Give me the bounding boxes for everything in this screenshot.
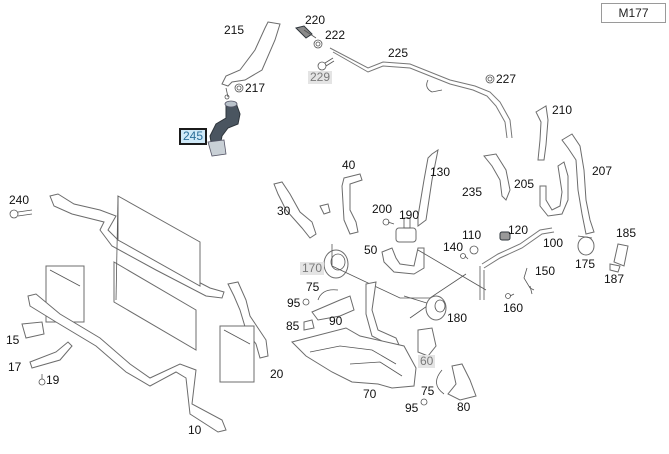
part-170-pump[interactable] bbox=[323, 249, 349, 279]
part-40-hose[interactable] bbox=[341, 173, 363, 235]
part-175-bracket[interactable] bbox=[577, 235, 595, 256]
engine-code-badge: M177 bbox=[601, 3, 666, 23]
callout-240[interactable]: 240 bbox=[9, 193, 30, 207]
part-240-bolt[interactable] bbox=[9, 209, 33, 219]
part-100-pipe[interactable] bbox=[479, 227, 555, 300]
callout-100[interactable]: 100 bbox=[543, 236, 564, 250]
callout-40[interactable]: 40 bbox=[342, 158, 356, 172]
part-10-hose[interactable] bbox=[27, 293, 227, 433]
part-185-bracket[interactable] bbox=[613, 243, 629, 267]
callout-17[interactable]: 17 bbox=[8, 360, 22, 374]
part-180-pump[interactable] bbox=[425, 295, 447, 321]
callout-80[interactable]: 80 bbox=[457, 400, 471, 414]
callout-200[interactable]: 200 bbox=[372, 202, 393, 216]
callout-60[interactable]: 60 bbox=[418, 354, 436, 368]
part-235-hose[interactable] bbox=[483, 153, 511, 201]
callout-220[interactable]: 220 bbox=[305, 13, 326, 27]
callout-245[interactable]: 245 bbox=[178, 128, 208, 145]
callout-15[interactable]: 15 bbox=[6, 333, 20, 347]
callout-120[interactable]: 120 bbox=[508, 223, 529, 237]
part-60-hose[interactable] bbox=[365, 281, 437, 357]
callout-75-lower[interactable]: 75 bbox=[421, 384, 435, 398]
callout-205[interactable]: 205 bbox=[514, 177, 535, 191]
callout-215[interactable]: 215 bbox=[224, 23, 245, 37]
part-160-bolt[interactable] bbox=[505, 293, 515, 299]
part-200-bolt[interactable] bbox=[382, 218, 395, 226]
callout-207[interactable]: 207 bbox=[592, 164, 613, 178]
callout-185[interactable]: 185 bbox=[616, 226, 637, 240]
part-217-clip[interactable] bbox=[234, 83, 244, 93]
part-15-bracket[interactable] bbox=[21, 321, 45, 339]
part-130-hose[interactable] bbox=[417, 148, 439, 227]
part-120-sensor[interactable] bbox=[499, 231, 511, 241]
part-19-bolt[interactable] bbox=[38, 374, 46, 386]
part-222-nut[interactable] bbox=[313, 39, 323, 49]
callout-210[interactable]: 210 bbox=[552, 103, 573, 117]
part-210-hose[interactable] bbox=[535, 105, 549, 161]
callout-19[interactable]: 19 bbox=[46, 373, 60, 387]
callout-227[interactable]: 227 bbox=[496, 72, 517, 86]
part-225-line[interactable] bbox=[329, 47, 513, 139]
callout-217[interactable]: 217 bbox=[245, 81, 266, 95]
part-187-clip[interactable] bbox=[609, 263, 621, 273]
part-50-hose[interactable] bbox=[381, 247, 425, 275]
callout-225[interactable]: 225 bbox=[388, 46, 409, 60]
callout-190[interactable]: 190 bbox=[399, 208, 420, 222]
callout-222[interactable]: 222 bbox=[325, 28, 346, 42]
callout-187[interactable]: 187 bbox=[604, 272, 625, 286]
part-229-bolt[interactable] bbox=[317, 57, 335, 71]
callout-10[interactable]: 10 bbox=[188, 423, 202, 437]
part-17-bracket[interactable] bbox=[29, 341, 73, 369]
callout-160[interactable]: 160 bbox=[503, 301, 524, 315]
callout-95-upper[interactable]: 95 bbox=[287, 296, 301, 310]
callout-229[interactable]: 229 bbox=[308, 70, 333, 84]
callout-140[interactable]: 140 bbox=[443, 240, 464, 254]
callout-50[interactable]: 50 bbox=[364, 243, 378, 257]
part-95-nut-b[interactable] bbox=[420, 398, 428, 406]
part-110-clip[interactable] bbox=[469, 245, 479, 255]
leader-lines bbox=[331, 244, 487, 319]
callout-75-upper[interactable]: 75 bbox=[306, 280, 320, 294]
part-205-hose[interactable] bbox=[539, 161, 569, 217]
callout-170[interactable]: 170 bbox=[300, 261, 325, 275]
callout-95-lower[interactable]: 95 bbox=[405, 401, 419, 415]
callout-85[interactable]: 85 bbox=[286, 319, 300, 333]
right-aux-radiator bbox=[219, 325, 255, 383]
part-30-hose[interactable] bbox=[273, 181, 331, 239]
part-140-bolt[interactable] bbox=[460, 253, 469, 260]
part-227-nut[interactable] bbox=[485, 74, 495, 84]
callout-70[interactable]: 70 bbox=[363, 387, 377, 401]
part-220-clamp[interactable] bbox=[295, 25, 317, 39]
main-radiator bbox=[113, 195, 201, 351]
part-245-hose[interactable] bbox=[207, 100, 241, 157]
callout-30[interactable]: 30 bbox=[277, 204, 291, 218]
part-207-hose[interactable] bbox=[561, 133, 595, 235]
part-150-sensor[interactable] bbox=[523, 267, 535, 295]
callout-175[interactable]: 175 bbox=[575, 257, 596, 271]
part-85-bushing[interactable] bbox=[303, 319, 315, 331]
upper-radiator-hose bbox=[49, 193, 269, 359]
callout-20[interactable]: 20 bbox=[270, 367, 284, 381]
callout-130[interactable]: 130 bbox=[430, 165, 451, 179]
part-190-valve[interactable] bbox=[395, 217, 417, 243]
part-75-hose-a[interactable] bbox=[317, 289, 339, 301]
part-80-bracket[interactable] bbox=[436, 363, 477, 401]
callout-180[interactable]: 180 bbox=[447, 311, 468, 325]
callout-110[interactable]: 110 bbox=[462, 228, 482, 242]
part-95-nut-a[interactable] bbox=[302, 298, 310, 306]
part-70-underbody-panel[interactable] bbox=[291, 327, 417, 389]
part-90-bracket[interactable] bbox=[311, 295, 355, 321]
callout-150[interactable]: 150 bbox=[535, 264, 556, 278]
part-215-hose[interactable] bbox=[221, 21, 281, 100]
callout-235[interactable]: 235 bbox=[462, 185, 483, 199]
callout-90[interactable]: 90 bbox=[329, 314, 343, 328]
